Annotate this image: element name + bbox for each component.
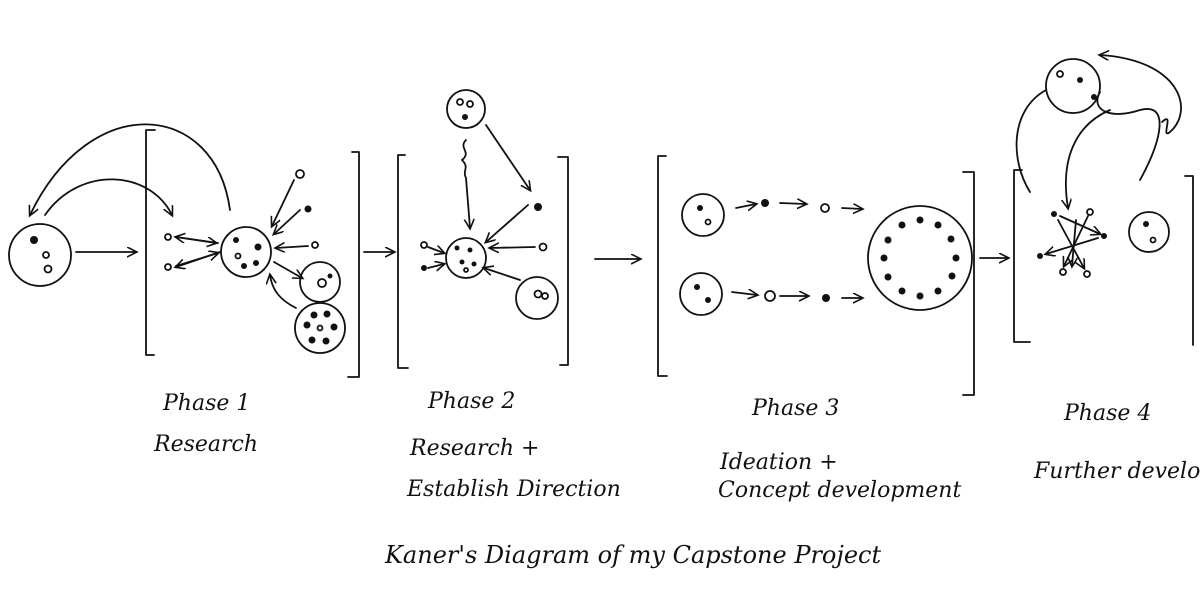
dot <box>164 263 172 271</box>
phase-2-description-line-2: Establish Direction <box>406 477 621 502</box>
diagram-title: Kaner's Diagram of my Capstone Project <box>384 541 881 569</box>
phase-2-description-line-1: Research + <box>409 436 539 461</box>
phase-2-right-bracket <box>557 156 569 366</box>
phase-2-left-bracket <box>397 154 409 369</box>
phase-3-group <box>657 155 975 396</box>
phase-3-top-circle <box>681 193 725 237</box>
phase-3-name: Phase 3 <box>751 396 839 421</box>
phase-3-description-line-1: Ideation + <box>719 450 838 475</box>
phase-1-left-bracket <box>145 129 156 356</box>
loop-arrow-right <box>1096 91 1161 181</box>
phase-4-top-circle <box>1045 58 1101 114</box>
phase-3-bottom-circle <box>679 272 723 316</box>
phase-4-right-circle <box>1128 211 1170 253</box>
phase-4-name: Phase 4 <box>1063 401 1151 426</box>
phase-3-left-bracket <box>657 155 668 377</box>
phase-1-description-line-1: Research <box>153 432 258 457</box>
loop-arrow-inner <box>44 178 172 215</box>
phase-4-left-bracket <box>1013 169 1031 343</box>
phase-2-top-circle <box>446 89 486 129</box>
phase-3-description-line-2: Concept development <box>718 478 961 503</box>
loop-arrow-outer <box>30 123 231 215</box>
phase-1-group <box>8 123 360 378</box>
phase-4-description-line-1: Further develo <box>1033 459 1200 484</box>
phase-1-name: Phase 1 <box>162 391 250 416</box>
phase-2-name: Phase 2 <box>427 389 515 414</box>
phase-1-hub <box>220 226 272 278</box>
phase-4-right-bracket <box>1184 175 1194 346</box>
phase-2-group <box>397 89 569 369</box>
phase-2-hub <box>445 237 487 279</box>
loop-arrow-left <box>1015 89 1047 193</box>
loop-arrow-top <box>1100 55 1182 135</box>
dot <box>164 233 172 241</box>
phase-3-right-bracket <box>962 171 975 396</box>
phase-1-circle-right <box>299 261 341 303</box>
phase-2-circle-right <box>515 276 559 320</box>
phase-3-concept-circle <box>867 205 973 311</box>
source-circle <box>8 223 72 287</box>
phase-4-group <box>1013 55 1194 346</box>
phase-1-circle-dotted <box>294 302 346 354</box>
phase-1-right-bracket <box>347 151 360 378</box>
phase-labels: Phase 1 Research Phase 2 Research + Esta… <box>153 389 1200 503</box>
